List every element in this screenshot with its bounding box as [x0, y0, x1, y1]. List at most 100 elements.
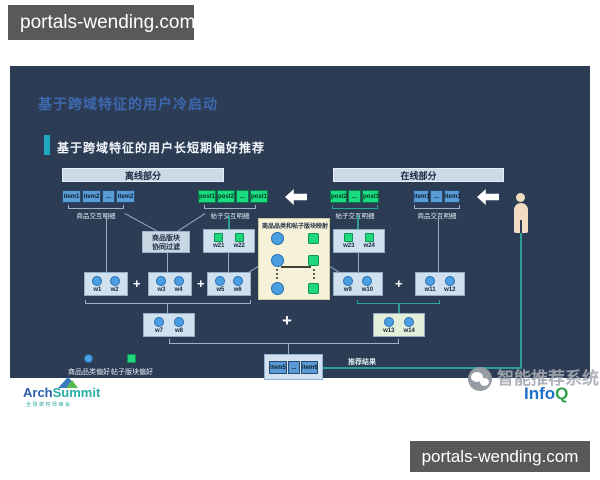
- line: [124, 213, 159, 233]
- mapping-divider: [281, 266, 311, 268]
- category-node-icon: [109, 275, 120, 286]
- bracket: [414, 205, 460, 209]
- node-label: w14: [403, 327, 415, 334]
- cf-line2: 协同过滤: [152, 244, 180, 251]
- wechat-bubble: [471, 372, 483, 382]
- node-box-w3-w4: w3 w4: [148, 272, 192, 296]
- chip-item: item1: [413, 190, 430, 203]
- plus-sign: +: [133, 276, 141, 291]
- node-box-w23-w24: w23 w24: [333, 229, 385, 253]
- wechat-bubble: [480, 378, 489, 386]
- line: [358, 253, 359, 272]
- user-icon: [512, 193, 530, 233]
- category-node-icon: [154, 316, 164, 327]
- post-section-node-icon: [308, 283, 319, 294]
- plus-sign: +: [395, 276, 403, 291]
- node-label: w22: [233, 243, 245, 249]
- result-label: 推荐结果: [348, 359, 376, 366]
- chip-ellipsis: ...: [288, 360, 300, 374]
- category-node-icon: [215, 275, 226, 286]
- infoq-logo: InfoQ: [524, 384, 568, 404]
- node-label: w13: [383, 327, 395, 334]
- node-label: w4: [174, 286, 183, 293]
- chip-item: item2: [116, 190, 135, 203]
- chip-post: post3: [362, 190, 379, 203]
- mapping-title: 商品品类和帖子版块映射: [261, 224, 328, 230]
- node-label: w7: [154, 327, 163, 334]
- archsummit-logo: ArchSummit: [23, 385, 100, 400]
- slide: 基于跨域特征的用户冷启动 基于跨域特征的用户长短期偏好推荐 离线部分 在线部分 …: [10, 66, 590, 380]
- archsummit-logo-icon-accent: [66, 380, 78, 388]
- online-item-chips: item1 ... item3: [413, 190, 461, 203]
- user-head: [516, 193, 525, 202]
- result-box: item5 ... item6: [264, 354, 323, 380]
- ellipsis-dots: [276, 269, 278, 280]
- cf-line1: 商品版块: [152, 235, 180, 242]
- bracket: [169, 339, 399, 344]
- post-section-node-icon: [308, 255, 319, 266]
- offline-item-detail-label: 商品交互明细: [76, 213, 116, 220]
- arrow-left-icon: [285, 189, 307, 205]
- line-teal: [357, 215, 359, 229]
- node-label: w9: [343, 286, 352, 293]
- user-body: [514, 203, 528, 233]
- line: [288, 344, 289, 354]
- wechat-account-name: 智能推荐系统: [497, 369, 599, 388]
- node-label: w10: [361, 286, 374, 293]
- node-box-w5-w6: w5 w6: [207, 272, 251, 296]
- node-label: w2: [110, 286, 119, 293]
- line: [106, 215, 107, 272]
- chip-item: item6: [301, 360, 318, 374]
- category-node-icon: [92, 275, 103, 286]
- node-box-w13-w14: w13 w14: [373, 313, 425, 337]
- chip-item: item3: [444, 190, 461, 203]
- node-label: w12: [444, 286, 456, 293]
- online-post-chips: post2 ... post3: [330, 190, 379, 203]
- archsummit-text-summit: Summit: [52, 385, 101, 400]
- node-box-w9-w10: w9 w10: [333, 272, 383, 296]
- category-node-icon: [444, 275, 455, 286]
- chip-item: item2: [82, 190, 101, 203]
- node-box-w11-w12: w11 w12: [415, 272, 465, 296]
- category-node-icon: [232, 275, 243, 286]
- node-label: w11: [424, 286, 436, 293]
- chip-ellipsis: ...: [430, 190, 443, 203]
- online-post-detail-label: 帖子交互明细: [335, 213, 375, 220]
- chip-item: item1: [62, 190, 81, 203]
- bracket: [68, 205, 124, 209]
- line: [167, 253, 168, 272]
- wechat-icon: [468, 367, 492, 391]
- legend-category-icon: [84, 354, 93, 363]
- subtitle-accent-bar: [44, 135, 50, 155]
- line-teal: [323, 367, 521, 369]
- node-label: w8: [174, 327, 183, 334]
- slide-title: 基于跨域特征的用户冷启动: [38, 96, 218, 112]
- watermark-top: portals-wending.com: [8, 5, 195, 40]
- category-node-icon: [156, 275, 167, 286]
- chip-ellipsis: ...: [348, 190, 361, 203]
- bracket: [85, 300, 251, 304]
- category-node-icon: [425, 275, 436, 286]
- bracket: [332, 205, 378, 209]
- legend-category-label: 商品品类偏好: [68, 369, 110, 376]
- line-teal: [520, 233, 522, 369]
- mapping-box: 商品品类和帖子版块映射: [258, 218, 330, 300]
- line: [228, 253, 229, 272]
- ellipsis-dots: [313, 269, 315, 280]
- legend-post-section-icon: [127, 354, 136, 363]
- category-node-icon: [271, 254, 284, 267]
- chip-ellipsis: ...: [102, 190, 115, 203]
- post-section-node-icon: [364, 233, 374, 242]
- chip-ellipsis: ...: [236, 190, 249, 203]
- offline-item-chips: item1 item2 ... item2: [62, 190, 135, 203]
- offline-post-chips: post1 post2 ... post1: [198, 190, 268, 203]
- node-label: w21: [213, 243, 225, 249]
- chip-post: post2: [330, 190, 347, 203]
- node-label: w3: [157, 286, 166, 293]
- slide-subtitle: 基于跨域特征的用户长短期偏好推荐: [57, 141, 266, 155]
- node-label: w1: [93, 286, 102, 293]
- plus-sign: +: [197, 276, 205, 291]
- chip-post: post2: [217, 190, 235, 203]
- plus-sign: +: [282, 311, 292, 330]
- node-label: w5: [216, 286, 225, 293]
